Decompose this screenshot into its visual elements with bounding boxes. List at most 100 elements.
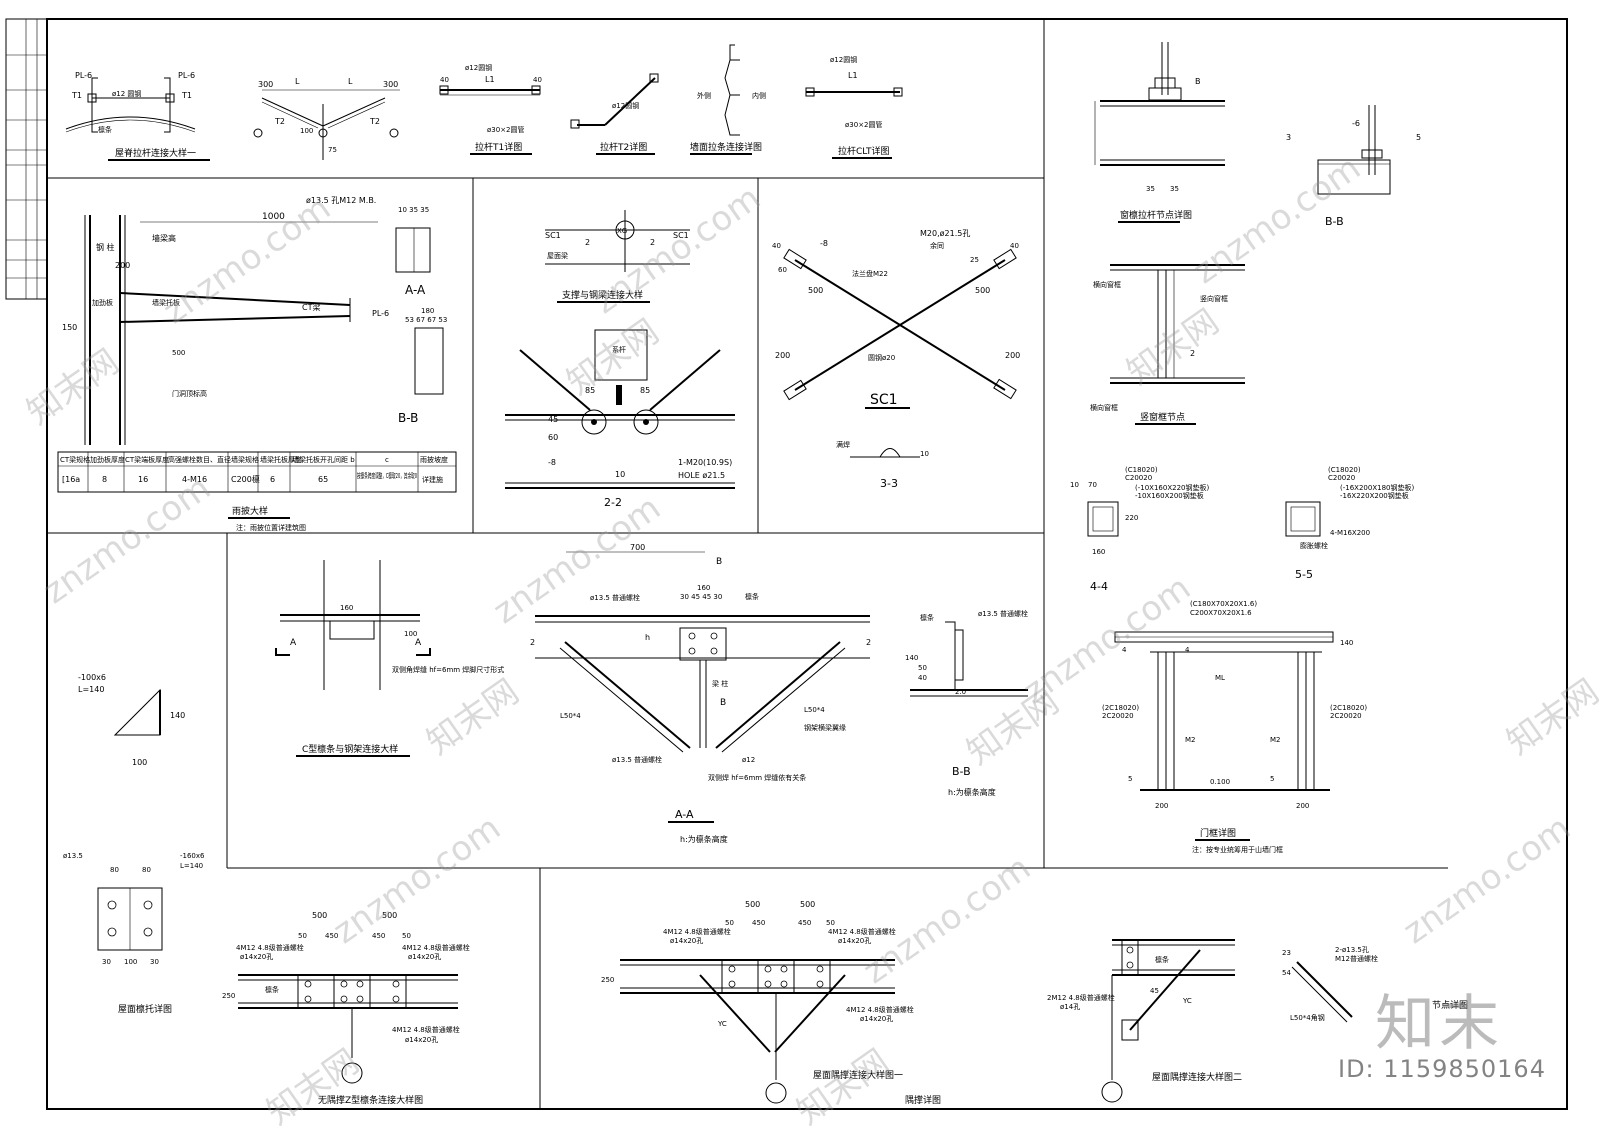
cp-a1: A xyxy=(290,638,297,648)
s55-bolt: 4-M16X200 xyxy=(1330,529,1370,537)
j-hole: 2-ø13.5孔 xyxy=(1335,946,1369,954)
detail-t2-rod: ø12圆钢 拉杆T2详图 xyxy=(570,73,659,155)
sc1-nut: 法兰盘M22 xyxy=(852,269,888,278)
sc1-8: -8 xyxy=(820,239,828,248)
bb2-bolt: 普通螺栓 xyxy=(1000,609,1028,618)
d2-40b: 40 xyxy=(533,76,542,84)
s44-c2: C20020 xyxy=(1125,474,1152,482)
sc1-200b: 200 xyxy=(1005,351,1020,360)
z-450b: 450 xyxy=(372,932,385,940)
detail-bb-section-1: 3 -6 5 B-B xyxy=(1286,105,1421,228)
sc1-500b: 500 xyxy=(975,286,990,295)
tbl-h6: 墙梁托板开孔间距 b xyxy=(292,455,355,464)
detail-ct-canopy: 1000 ø13.5 孔M12 M.B. 钢 柱 墙梁高 200 加劲板 墙梁托… xyxy=(62,196,447,445)
detail-roof-plate: ø13.5 -160x6 L=140 80 80 30 100 30 屋面檩托详… xyxy=(63,852,205,1015)
aa-b1: B xyxy=(716,557,722,567)
ct-door: 门洞顶标高 xyxy=(172,389,207,398)
detail-wall-tie: 外侧 内侧 墙面拉条连接详图 xyxy=(690,44,766,155)
door-lvl: 0.100 xyxy=(1210,778,1230,786)
z-bolt-a: 4M12 4.8级普通螺栓 xyxy=(236,943,304,952)
y2-yc: YC xyxy=(1182,997,1192,1005)
y1-bolt-b: 4M12 4.8级普通螺栓 xyxy=(828,927,896,936)
d2-t2-right: T2 xyxy=(369,117,380,126)
d2-75: 75 xyxy=(328,146,337,154)
door-m2b: M2 xyxy=(1270,736,1281,744)
z-bolt-b: 4M12 4.8级普通螺栓 xyxy=(402,943,470,952)
y2-45: 45 xyxy=(1150,987,1159,995)
door-c4a: 2C20020 xyxy=(1102,712,1134,720)
sc-sc1a: SC1 xyxy=(545,231,561,240)
cp-160: 160 xyxy=(340,604,353,612)
j-54: 54 xyxy=(1282,969,1291,977)
bb2-purlin: 檩条 xyxy=(920,613,934,622)
ct-col: 钢 柱 xyxy=(96,242,115,252)
door-5a: 5 xyxy=(1128,775,1132,783)
brk-140: 140 xyxy=(170,711,185,720)
detail-section-22: 系杆 85 85 45 60 -8 10 1-M20(10.9S) HOLE ø… xyxy=(505,329,735,509)
win-v: 竖向窗框 xyxy=(1200,294,1228,303)
s22-85b: 85 xyxy=(640,386,650,395)
detail-sc1: M20,ø21.5孔 余同 法兰盘M22 圆钢ø20 -8 500 500 20… xyxy=(772,229,1020,409)
y1-title: 屋面隅撑连接大样图一 xyxy=(813,1069,903,1081)
cp-a2: A xyxy=(415,638,422,648)
aa-purlin: 檩条 xyxy=(745,592,759,601)
y2-purlin: 檩条 xyxy=(1155,955,1169,964)
s22-60: 60 xyxy=(548,433,558,442)
d5-l1: L1 xyxy=(848,71,858,80)
bb1-title: B-B xyxy=(1325,215,1344,228)
sc-title: 支撑与钢梁连接大样 xyxy=(562,289,643,301)
detail-c-purlin: 160 100 A A 双侧角焊缝 hf=6mm 焊脚尺寸形式 C型檩条与钢架连… xyxy=(275,560,504,757)
d2-dim300b: 300 xyxy=(383,80,398,89)
detail-brace-beam: XG SC1 SC1 2 2 屋面梁 支撑与钢梁连接大样 xyxy=(545,210,690,303)
tbl-h0: CT梁规格 xyxy=(60,455,90,464)
detail-ridge-tie: PL-6 PL-6 T1 T1 ø12 圆钢 檩条 屋脊拉杆连接大样一 xyxy=(65,71,210,161)
ct-title: 雨披大样 xyxy=(232,505,268,517)
ct-stiff: 加劲板 xyxy=(92,298,113,307)
z-bolt-c: 4M12 4.8级普通螺栓 xyxy=(392,1025,460,1034)
s22-45: 45 xyxy=(548,415,558,424)
tie-35a: 35 xyxy=(1146,185,1155,193)
detail-clt-rod: ø12圆钢 L1 ø30×2圆管 拉杆CLT详图 xyxy=(805,55,903,159)
d4-title: 墙面拉条连接详图 xyxy=(690,141,762,153)
z-450a: 450 xyxy=(325,932,338,940)
s55-anchor: 膨胀螺栓 xyxy=(1300,541,1328,550)
aa-dims: 30 45 45 30 xyxy=(680,593,722,601)
bb1-5: 5 xyxy=(1416,133,1421,142)
drawing-frame xyxy=(46,18,1568,1110)
sc1-40a: 40 xyxy=(772,242,781,250)
tbl-h1: 加劲板厚度 xyxy=(90,455,125,464)
detail-window-tie: B 35 35 窗檩拉杆节点详图 xyxy=(1094,42,1225,223)
aa-l50b: L50*4 xyxy=(804,706,825,714)
s22-tie: 系杆 xyxy=(612,345,626,354)
d2-pipe: ø30×2圆管 xyxy=(487,125,525,134)
s55-title: 5-5 xyxy=(1295,568,1313,581)
ct-table: CT梁规格 加劲板厚度 CT梁端板厚度 高强螺栓数目、直径 墙梁规格 墙梁托板厚… xyxy=(57,451,457,532)
plate-135: ø13.5 xyxy=(63,852,83,860)
ct-ct: CT梁 xyxy=(302,303,320,312)
tie-title: 窗檩拉杆节点详图 xyxy=(1120,209,1192,221)
d1-pl-right: PL-6 xyxy=(178,71,195,80)
door-c2: C200X70X20X1.6 xyxy=(1190,609,1252,617)
y1-50a: 50 xyxy=(725,919,734,927)
d2-title: 拉杆T1详图 xyxy=(475,141,522,153)
s55-c1: (C18020) xyxy=(1328,466,1361,474)
door-m2a: M2 xyxy=(1185,736,1196,744)
detail-section-55: (C18020) C20020 (-16X200X180钢垫板) -16X220… xyxy=(1285,466,1414,581)
d1-title: 屋脊拉杆连接大样一 xyxy=(115,147,196,159)
z-hole-c: ø14x20孔 xyxy=(405,1036,438,1044)
detail-y-brace-1: 500 500 50 450 450 50 4M12 4.8级普通螺栓 ø14x… xyxy=(601,900,941,1106)
tbl-c7: 按檩条跨度调整，C檩取20，其余取0 xyxy=(357,471,417,480)
s55-p1: (-16X200X180钢垫板) xyxy=(1340,483,1414,492)
d1-t1-right: T1 xyxy=(181,91,192,100)
ct-aa: A-A xyxy=(405,283,426,297)
s44-p2: -10X160X200钢垫板 xyxy=(1135,491,1204,500)
y2-title: 屋面隅撑连接大样图二 xyxy=(1152,1071,1242,1083)
tbl-h3: 高强螺栓数目、直径 xyxy=(168,455,231,464)
d2-t2-left: T2 xyxy=(274,117,285,126)
tbl-h2: CT梁端板厚度 xyxy=(125,455,169,464)
bb2-40: 40 xyxy=(918,674,927,682)
tbl-h7: c xyxy=(385,456,389,464)
d2-40a: 40 xyxy=(440,76,449,84)
s44-p1: (-10X160X220钢垫板) xyxy=(1135,483,1209,492)
d1-t1-left: T1 xyxy=(71,91,82,100)
